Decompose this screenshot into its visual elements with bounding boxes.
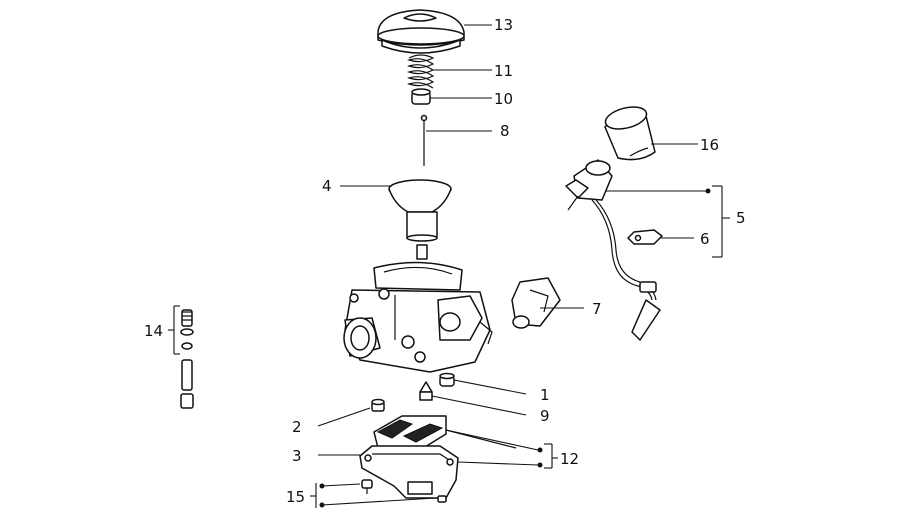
part-4-diaphragm [388, 179, 452, 260]
callout-14: 14 [144, 322, 163, 340]
callout-8: 8 [500, 122, 510, 140]
callout-10: 10 [494, 90, 513, 108]
callout-1: 1 [540, 386, 550, 404]
part-8-needle [420, 114, 428, 166]
part-15-screws [361, 479, 447, 503]
part-7-side-fitting [511, 277, 561, 329]
part-16-cap [604, 106, 656, 161]
callouts: 13 11 10 8 16 4 5 6 7 14 1 9 2 12 3 15 [144, 16, 746, 506]
part-2-nut [371, 398, 385, 412]
part-9-float-needle [419, 381, 433, 401]
callout-5: 5 [736, 209, 746, 227]
callout-9: 9 [540, 407, 550, 425]
part-11-spring [407, 54, 435, 89]
callout-3: 3 [292, 447, 302, 465]
callout-16: 16 [700, 136, 719, 154]
callout-12: 12 [560, 450, 579, 468]
part-12-float [373, 415, 517, 451]
part-10-retainer [411, 88, 431, 105]
carburettor-body [343, 261, 493, 373]
callout-11: 11 [494, 62, 513, 80]
callout-15: 15 [286, 488, 305, 506]
callout-13: 13 [494, 16, 513, 34]
callout-7: 7 [592, 300, 602, 318]
callout-4: 4 [322, 177, 332, 195]
part-1-screw [439, 372, 455, 387]
part-6-clip [627, 229, 663, 245]
part-5-starter-valve [565, 159, 661, 341]
part-3-float-bowl [359, 445, 459, 499]
part-14-needle-valve-set [180, 309, 194, 409]
leader-lines [168, 24, 730, 508]
part-13-top-cover [377, 9, 465, 54]
callout-2: 2 [292, 418, 302, 436]
callout-6: 6 [700, 230, 710, 248]
